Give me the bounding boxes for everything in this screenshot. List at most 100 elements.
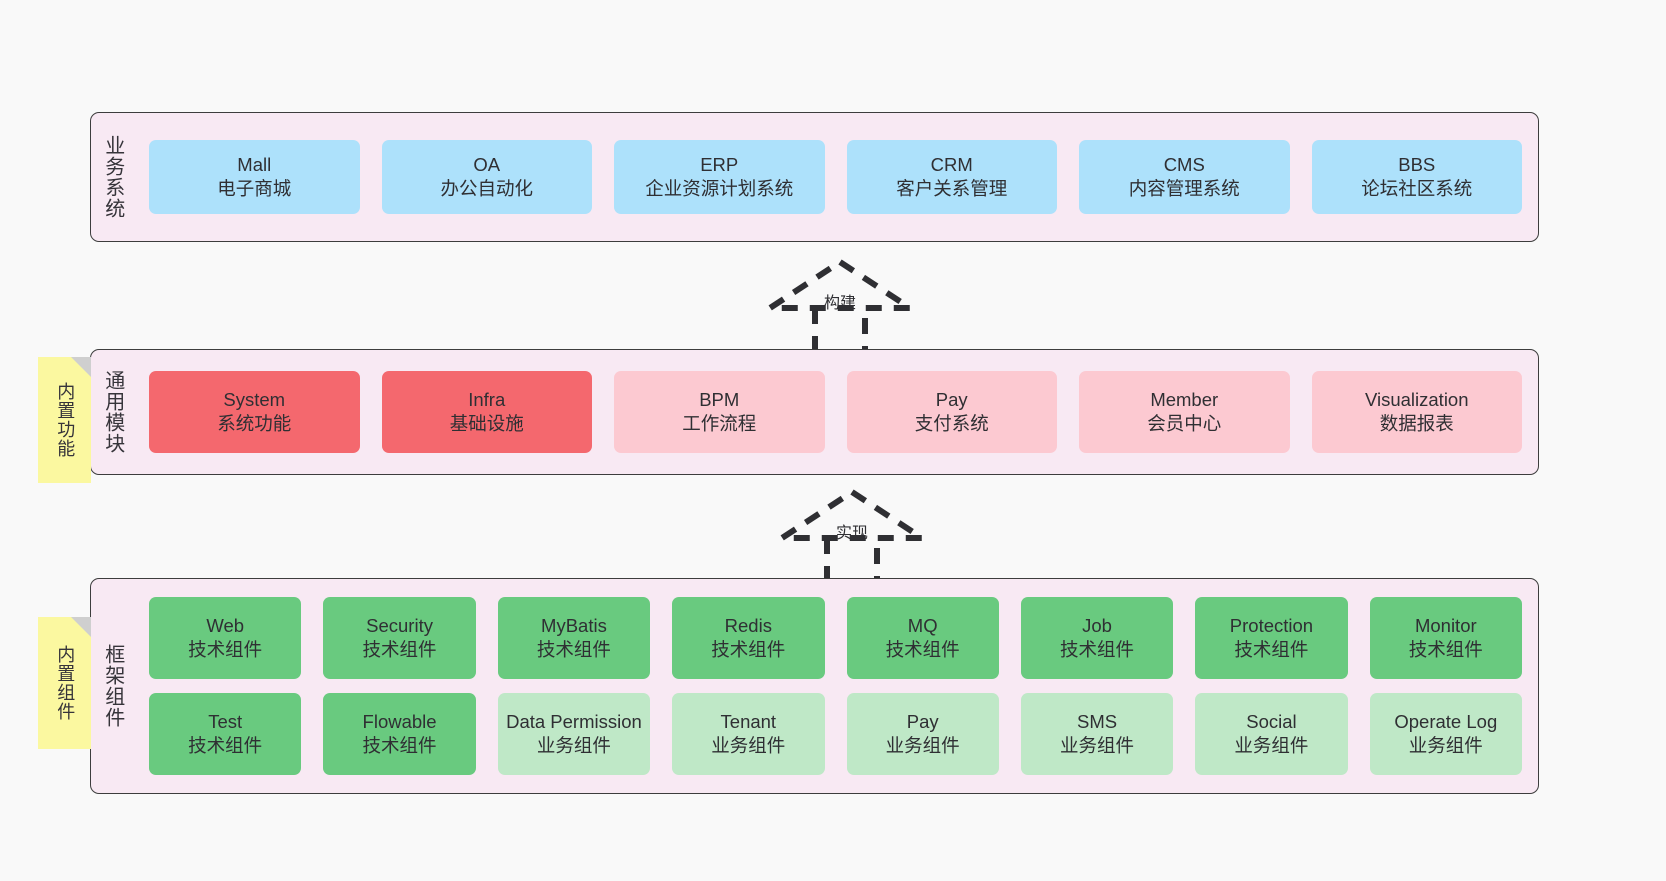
connector-label-build: 构建 (823, 295, 856, 312)
card-test[interactable]: Test 技术组件 (149, 693, 302, 775)
card-title: BPM (699, 388, 740, 410)
card-subtitle: 业务组件 (536, 735, 611, 756)
layer-body-business: Mall 电子商城 OA 办公自动化 ERP 企业资源计划系统 CRM 客户关系… (133, 113, 1538, 241)
card-subtitle: 支付系统 (914, 413, 989, 434)
card-protection[interactable]: Protection 技术组件 (1195, 597, 1348, 679)
card-title: Pay (906, 710, 939, 732)
card-subtitle: 技术组件 (1060, 639, 1135, 660)
card-subtitle: 内容管理系统 (1128, 178, 1240, 199)
card-pay-component[interactable]: Pay 业务组件 (846, 693, 999, 775)
card-subtitle: 业务组件 (1408, 735, 1483, 756)
card-redis[interactable]: Redis 技术组件 (672, 597, 825, 679)
card-title: Pay (935, 388, 968, 410)
card-mq[interactable]: MQ 技术组件 (846, 597, 999, 679)
card-tenant[interactable]: Tenant 业务组件 (672, 693, 825, 775)
card-member[interactable]: Member 会员中心 (1079, 371, 1290, 453)
connector-build: 构建 (760, 258, 920, 354)
card-subtitle: 业务组件 (885, 735, 960, 756)
card-erp[interactable]: ERP 企业资源计划系统 (614, 140, 825, 214)
layer-common-modules: 通用模块 System 系统功能 Infra 基础设施 BPM 工作流程 Pay… (90, 349, 1539, 475)
card-title: Social (1246, 710, 1297, 732)
layer-label-business: 业务系统 (101, 135, 124, 219)
card-subtitle: 技术组件 (885, 639, 960, 660)
card-visualization[interactable]: Visualization 数据报表 (1311, 371, 1522, 453)
page-fold-icon (71, 357, 91, 377)
card-subtitle: 企业资源计划系统 (645, 178, 794, 199)
card-title: ERP (700, 153, 739, 175)
card-title: CRM (930, 153, 973, 175)
card-title: BBS (1398, 153, 1436, 175)
card-oa[interactable]: OA 办公自动化 (381, 140, 592, 214)
card-infra[interactable]: Infra 基础设施 (381, 371, 592, 453)
card-bpm[interactable]: BPM 工作流程 (614, 371, 825, 453)
connector-stem-icon (812, 308, 868, 354)
card-monitor[interactable]: Monitor 技术组件 (1369, 597, 1522, 679)
card-subtitle: 技术组件 (362, 735, 437, 756)
card-pay-module[interactable]: Pay 支付系统 (846, 371, 1057, 453)
card-row: System 系统功能 Infra 基础设施 BPM 工作流程 Pay 支付系统… (149, 371, 1522, 453)
card-system[interactable]: System 系统功能 (149, 371, 360, 453)
card-web[interactable]: Web 技术组件 (149, 597, 302, 679)
card-subtitle: 技术组件 (188, 639, 263, 660)
card-subtitle: 电子商城 (217, 178, 292, 199)
card-subtitle: 业务组件 (711, 735, 786, 756)
note-label: 内置功能 (55, 382, 76, 458)
connector-stem-icon (824, 538, 880, 584)
card-sms[interactable]: SMS 业务组件 (1020, 693, 1174, 775)
card-subtitle: 基础设施 (449, 413, 524, 434)
card-row-business: Test 技术组件 Flowable 技术组件 Data Permission … (149, 693, 1522, 775)
card-title: OA (473, 153, 501, 175)
card-title: Infra (468, 388, 506, 410)
card-crm[interactable]: CRM 客户关系管理 (846, 140, 1057, 214)
card-title: MyBatis (541, 614, 607, 636)
card-mall[interactable]: Mall 电子商城 (149, 140, 360, 214)
card-subtitle: 业务组件 (1060, 735, 1135, 756)
layer-label-framework: 框架组件 (101, 644, 124, 728)
card-row-technical: Web 技术组件 Security 技术组件 MyBatis 技术组件 Redi… (149, 597, 1522, 679)
layer-body-framework: Web 技术组件 Security 技术组件 MyBatis 技术组件 Redi… (133, 579, 1538, 793)
card-title: Member (1150, 388, 1219, 410)
card-subtitle: 技术组件 (536, 639, 611, 660)
page-fold-icon (71, 617, 91, 637)
layer-framework-components: 框架组件 Web 技术组件 Security 技术组件 MyBatis 技术组件… (90, 578, 1539, 794)
card-mybatis[interactable]: MyBatis 技术组件 (497, 597, 651, 679)
card-flowable[interactable]: Flowable 技术组件 (323, 693, 476, 775)
card-subtitle: 技术组件 (188, 735, 263, 756)
card-title: MQ (907, 614, 938, 636)
note-builtin-functions: 内置功能 (38, 357, 91, 483)
generalization-triangle-icon (760, 258, 920, 311)
card-subtitle: 办公自动化 (440, 178, 533, 199)
card-title: Mall (237, 153, 272, 175)
card-title: SMS (1077, 710, 1118, 732)
card-title: Operate Log (1394, 710, 1498, 732)
card-subtitle: 工作流程 (682, 413, 757, 434)
card-job[interactable]: Job 技术组件 (1020, 597, 1174, 679)
card-subtitle: 会员中心 (1147, 413, 1222, 434)
card-subtitle: 技术组件 (1234, 639, 1309, 660)
card-subtitle: 数据报表 (1379, 413, 1454, 434)
card-title: Web (206, 614, 245, 636)
card-data-permission[interactable]: Data Permission 业务组件 (497, 693, 651, 775)
layer-label-modules: 通用模块 (101, 370, 124, 454)
note-builtin-components: 内置组件 (38, 617, 91, 749)
card-title: CMS (1163, 153, 1205, 175)
card-title: Monitor (1414, 614, 1477, 636)
card-title: Tenant (720, 710, 777, 732)
generalization-triangle-icon (772, 488, 932, 541)
card-cms[interactable]: CMS 内容管理系统 (1079, 140, 1290, 214)
card-subtitle: 客户关系管理 (896, 178, 1008, 199)
card-security[interactable]: Security 技术组件 (323, 597, 476, 679)
card-title: Test (208, 710, 243, 732)
card-title: Protection (1229, 614, 1314, 636)
connector-implement: 实现 (772, 488, 932, 584)
card-title: System (223, 388, 286, 410)
card-title: Flowable (362, 710, 437, 732)
card-title: Redis (724, 614, 772, 636)
card-operate-log[interactable]: Operate Log 业务组件 (1369, 693, 1522, 775)
card-social[interactable]: Social 业务组件 (1195, 693, 1348, 775)
card-bbs[interactable]: BBS 论坛社区系统 (1311, 140, 1522, 214)
card-subtitle: 业务组件 (1234, 735, 1309, 756)
connector-label-implement: 实现 (835, 525, 868, 542)
layer-business-systems: 业务系统 Mall 电子商城 OA 办公自动化 ERP 企业资源计划系统 CRM… (90, 112, 1539, 242)
